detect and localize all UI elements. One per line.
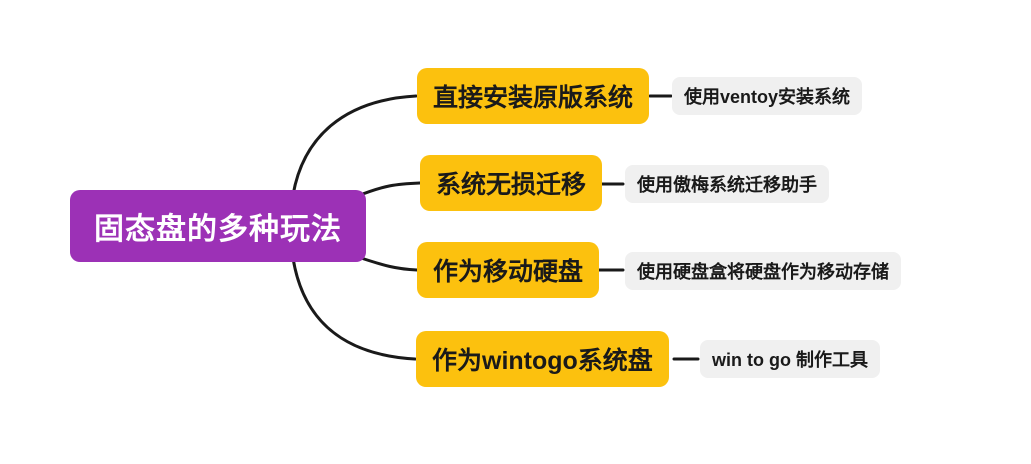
- curve-root-to-branch-4: [291, 256, 417, 361]
- curve-root-to-branch-1: [291, 94, 418, 197]
- branch-node-label: 作为移动硬盘: [433, 258, 584, 286]
- branch-node-label: 系统无损迁移: [436, 171, 587, 199]
- leaf-node-label: 使用傲梅系统迁移助手: [637, 175, 817, 195]
- branch-node-portable-drive[interactable]: 作为移动硬盘: [417, 242, 600, 298]
- branch-node-label: 作为wintogo系统盘: [432, 347, 653, 375]
- leaf-node-aomei-migration-assistant[interactable]: 使用傲梅系统迁移助手: [625, 165, 829, 203]
- leaf-node-label: 使用硬盘盒将硬盘作为移动存储: [637, 262, 889, 282]
- leaf-node-label: win to go 制作工具: [712, 350, 868, 370]
- leaf-node-label: 使用ventoy安装系统: [684, 87, 851, 107]
- leaf-node-ventoy-install[interactable]: 使用ventoy安装系统: [672, 77, 863, 115]
- branch-node-wintogo-system-disk[interactable]: 作为wintogo系统盘: [416, 331, 669, 387]
- leaf-node-wintogo-creation-tool[interactable]: win to go 制作工具: [700, 340, 880, 378]
- curve-root-to-branch-3: [353, 254, 419, 272]
- root-node[interactable]: 固态盘的多种玩法: [70, 190, 366, 262]
- branch-node-label: 直接安装原版系统: [433, 84, 634, 112]
- root-node-label: 固态盘的多种玩法: [94, 213, 342, 246]
- branch-node-lossless-migration[interactable]: 系统无损迁移: [420, 155, 603, 211]
- leaf-node-enclosure-portable-storage[interactable]: 使用硬盘盒将硬盘作为移动存储: [625, 252, 901, 290]
- branch-node-install-original-system[interactable]: 直接安装原版系统: [417, 68, 650, 124]
